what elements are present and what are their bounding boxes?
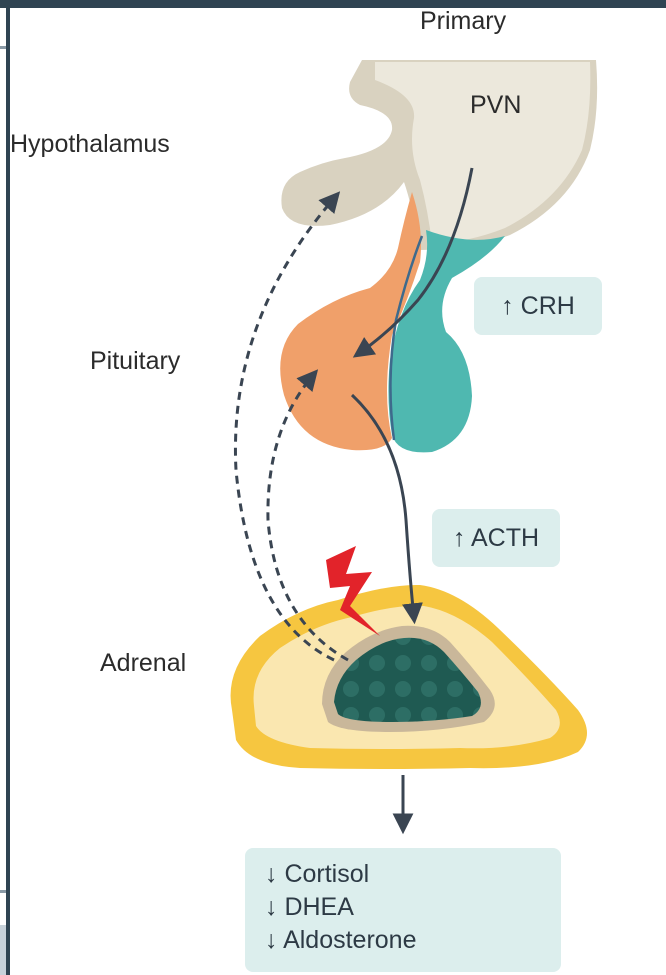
output-aldosterone: ↓ Aldosterone: [265, 924, 561, 957]
pituitary-label: Pituitary: [90, 347, 180, 376]
output-dhea: ↓ DHEA: [265, 891, 561, 924]
adrenal-label: Adrenal: [100, 649, 186, 678]
acth-badge: ↑ ACTH: [432, 509, 560, 567]
crh-badge: ↑ CRH: [474, 277, 602, 335]
output-cortisol: ↓ Cortisol: [265, 858, 561, 891]
hormone-output-box: ↓ Cortisol ↓ DHEA ↓ Aldosterone: [245, 848, 561, 972]
hypothalamus-label: Hypothalamus: [10, 130, 170, 159]
primary-label: Primary: [420, 7, 506, 36]
pvn-label: PVN: [470, 91, 521, 120]
